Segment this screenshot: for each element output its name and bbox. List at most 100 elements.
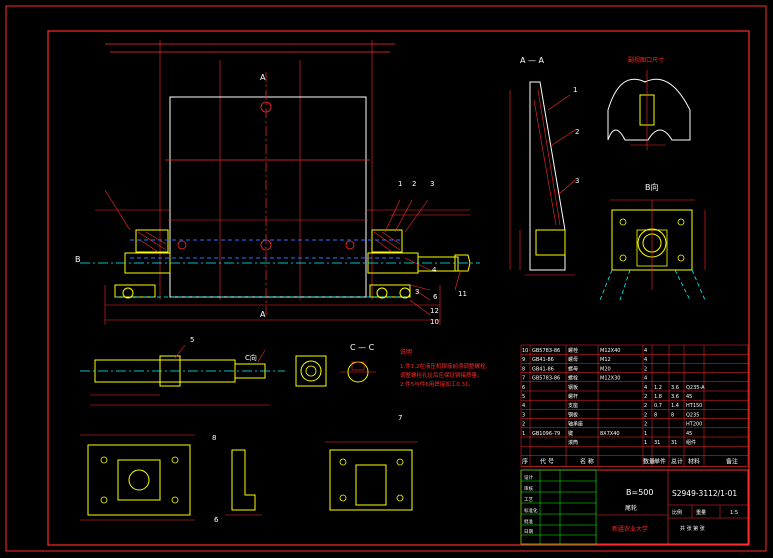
role-1: 审核 bbox=[524, 485, 533, 492]
bom-cell: M12 bbox=[600, 357, 611, 363]
bom-cell: 2 bbox=[644, 412, 647, 418]
bom-cell: 2 bbox=[644, 394, 647, 400]
section-cc bbox=[340, 361, 376, 383]
bom-cell: 1 bbox=[644, 431, 647, 437]
bom-cell: HT150 bbox=[686, 403, 702, 409]
notes-title: 说明 bbox=[400, 348, 412, 356]
aa-callout-2: 2 bbox=[575, 128, 579, 136]
shaft-callout-5: 5 bbox=[190, 336, 194, 344]
callout-10: 10 bbox=[430, 318, 439, 326]
bom-cell: GB5783-86 bbox=[532, 376, 560, 382]
bom-cell: 45 bbox=[686, 394, 692, 400]
detail-view bbox=[607, 70, 691, 150]
title-drawing-no: S2949-3112/1-01 bbox=[672, 489, 737, 498]
role-2: 工艺 bbox=[524, 497, 533, 503]
bom-cell: 3.6 bbox=[671, 394, 679, 400]
detail-title: 副视图口尺寸 bbox=[628, 56, 664, 64]
bracket-callout-6: 6 bbox=[214, 516, 219, 524]
view-c-label: C向 bbox=[245, 353, 257, 362]
bom-cell: 31 bbox=[654, 440, 660, 446]
bom-cell: 螺母 bbox=[568, 365, 578, 372]
callout-4: 4 bbox=[432, 266, 437, 274]
title-name: 尾轮 bbox=[625, 504, 637, 512]
callout-6: 6 bbox=[433, 293, 438, 301]
bom-cell: 钢板 bbox=[568, 411, 578, 418]
title-spec: B=500 bbox=[626, 488, 653, 497]
bom-cell: 0.7 bbox=[654, 403, 662, 409]
section-aa-title: A — A bbox=[520, 56, 545, 65]
bom-header-cell: 名 称 bbox=[580, 457, 594, 465]
angle-bracket-view: 8 6 bbox=[212, 434, 262, 524]
bom-cell: 2 bbox=[644, 422, 647, 428]
bom-cell: 螺栓 bbox=[568, 347, 578, 354]
bom-cell: 45 bbox=[686, 431, 692, 437]
notes-line1: 1.件1,2在液压机铆接前须调整螺栓, bbox=[400, 362, 487, 370]
plate-callout-7: 7 bbox=[398, 414, 402, 422]
bom-cell: 8 bbox=[522, 366, 525, 372]
bom-cell: HT200 bbox=[686, 422, 702, 428]
bom-header-cell: 数量 bbox=[643, 457, 655, 465]
bom-header-cell: 序 bbox=[522, 457, 528, 465]
bom-cell: M12X40 bbox=[600, 348, 620, 354]
bom-cell: 螺栓 bbox=[568, 375, 578, 382]
callout-7: 1 bbox=[398, 180, 402, 188]
sheet-outer-border bbox=[5, 5, 767, 552]
bom-cell: 轴承座 bbox=[568, 421, 583, 428]
bom-header-cell: 单件 bbox=[654, 457, 666, 465]
callout-11: 11 bbox=[458, 290, 467, 298]
title-school: 新疆农业大学 bbox=[612, 525, 648, 533]
bom-cell: M12X30 bbox=[600, 376, 620, 382]
base-plate-view bbox=[80, 434, 195, 521]
bom-cell: 键 bbox=[568, 430, 573, 437]
bom-cell: 1.4 bbox=[671, 403, 679, 409]
bom-cell: 2 bbox=[522, 422, 525, 428]
bom-cell: 1 bbox=[644, 440, 647, 446]
bom-cell: 5 bbox=[522, 394, 525, 400]
bom-cell: M20 bbox=[600, 366, 611, 372]
title-sheet: 共 张 第 张 bbox=[680, 525, 705, 532]
bom-cell: 4 bbox=[644, 376, 647, 382]
bom-cell: 4 bbox=[644, 385, 647, 391]
bom-header-cell: 代 号 bbox=[540, 457, 554, 465]
role-5: 日期 bbox=[524, 529, 533, 535]
title-scale-value: 1:5 bbox=[730, 510, 738, 516]
bracket-callout-8: 8 bbox=[212, 434, 216, 442]
section-b-left: B bbox=[75, 255, 81, 264]
bom-cell: 8 bbox=[654, 412, 657, 418]
plate-7-view: 7 bbox=[325, 414, 418, 511]
bom-cell: 4 bbox=[644, 348, 647, 354]
aa-callout-1: 1 bbox=[573, 86, 577, 94]
bom-header-cell: 材料 bbox=[688, 457, 700, 465]
bom-cell: 滚筒 bbox=[568, 439, 578, 446]
title-weight-label: 重量 bbox=[696, 509, 706, 516]
bom-cell: 螺母 bbox=[568, 356, 578, 363]
callout-12: 12 bbox=[430, 307, 439, 315]
section-cc-title: C — C bbox=[350, 343, 375, 352]
bom-cell: 2 bbox=[644, 366, 647, 372]
bom-cell: 钢板 bbox=[568, 384, 578, 391]
bom-cell: 组件 bbox=[686, 439, 696, 446]
bom-cell: 4 bbox=[522, 403, 525, 409]
bom-header-cell: 总计 bbox=[671, 457, 683, 465]
section-a-bottom: A bbox=[260, 310, 266, 319]
callout-3: 3 bbox=[415, 288, 419, 296]
title-scale-label: 比例 bbox=[672, 509, 682, 516]
bom-cell: 10 bbox=[522, 348, 528, 354]
bom-cell: GB5783-86 bbox=[532, 348, 560, 354]
bom-cell: 8 bbox=[671, 412, 674, 418]
bom-cell: GB41-86 bbox=[532, 366, 554, 372]
shaft-view: 5 C向 bbox=[80, 336, 327, 406]
notes-line3: 2.件5与件6用焊接加工0.31。 bbox=[400, 380, 474, 388]
bom-cell: Q235 bbox=[686, 412, 699, 418]
bom-cell: 螺杆 bbox=[568, 393, 578, 400]
callout-8: 2 bbox=[412, 180, 416, 188]
role-4: 批准 bbox=[524, 518, 533, 525]
section-aa-view: 1 2 3 bbox=[509, 81, 579, 276]
notes-line2: 调整螺栓孔位后应保证铆接质量。 bbox=[400, 371, 483, 379]
bom-cell: 1.8 bbox=[654, 394, 662, 400]
bom-cell: 31 bbox=[671, 440, 677, 446]
section-a-top: A bbox=[260, 73, 266, 82]
sheet-inner-border bbox=[47, 30, 750, 546]
bom-cell: 3.6 bbox=[671, 385, 679, 391]
